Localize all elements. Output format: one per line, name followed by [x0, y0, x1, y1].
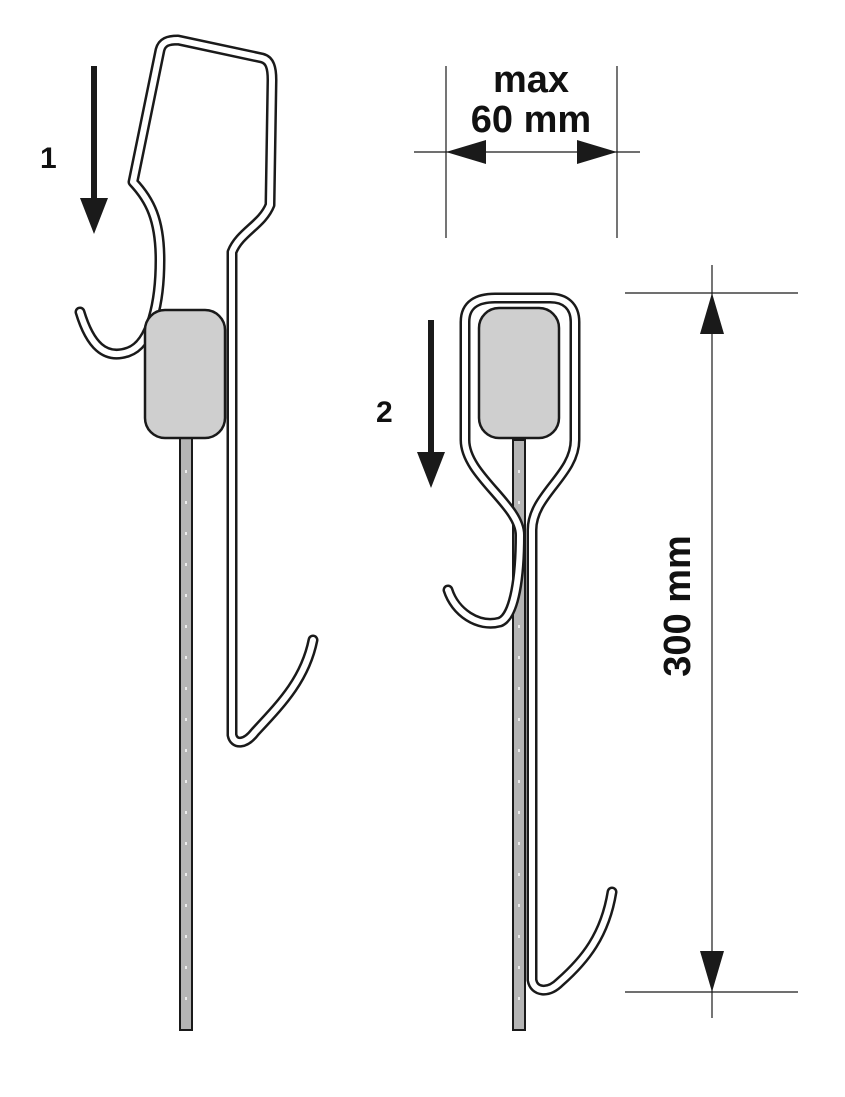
down-arrow-icon: [417, 320, 445, 488]
wire-hook-right: [442, 292, 618, 996]
grip-block-right: [477, 306, 561, 440]
step-1-label: 1: [40, 142, 57, 175]
width-value-label: 60 mm: [471, 99, 591, 141]
width-max-label: max: [493, 59, 569, 101]
down-arrow-icon: [80, 66, 108, 234]
length-label: 300 mm: [657, 535, 699, 677]
length-dimension: [625, 265, 798, 1018]
grip-block-left: [143, 308, 227, 440]
width-dimension: [414, 66, 640, 238]
rail-left: [179, 429, 193, 1031]
step-2-label: 2: [376, 396, 393, 429]
